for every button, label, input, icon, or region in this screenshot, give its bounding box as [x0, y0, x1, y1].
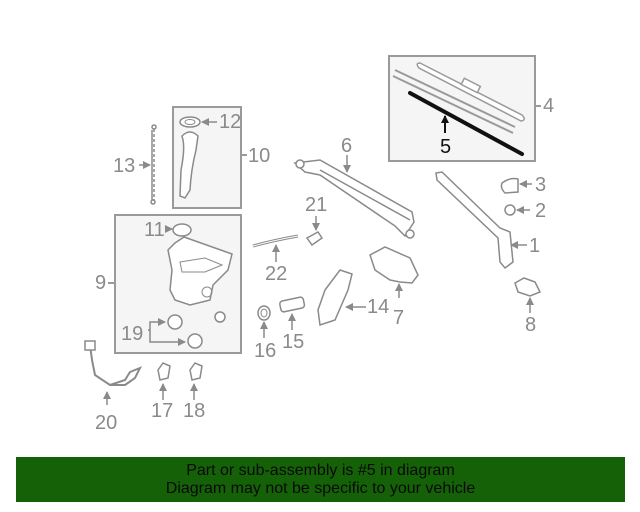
callout-12[interactable]: 12	[219, 111, 242, 133]
washer-reservoir-icon	[167, 236, 233, 306]
banner-line-2: Diagram may not be specific to your vehi…	[165, 480, 476, 497]
info-banner: Part or sub-assembly is #5 in diagram Di…	[16, 457, 625, 502]
callout-21[interactable]: 21	[305, 194, 328, 216]
wiper-motor-icon	[369, 246, 419, 284]
callout-16[interactable]: 16	[254, 340, 277, 362]
grommet-19a-icon	[167, 314, 183, 330]
grommet-19b-icon	[187, 333, 203, 349]
clip-icon	[305, 231, 324, 247]
connector-17-icon	[157, 362, 171, 381]
filler-neck-icon	[179, 131, 199, 199]
grommet-icon	[172, 223, 192, 237]
callout-17[interactable]: 17	[151, 400, 174, 422]
callout-5[interactable]: 5	[440, 136, 452, 158]
callout-18[interactable]: 18	[183, 400, 206, 422]
pump-grommet-icon	[257, 305, 271, 321]
callout-13[interactable]: 13	[113, 155, 136, 177]
reservoir-bracket-icon	[317, 269, 353, 326]
callout-3[interactable]: 3	[535, 174, 547, 196]
callout-8[interactable]: 8	[525, 314, 537, 336]
washer-pump-icon	[279, 296, 306, 313]
nut-icon	[504, 204, 516, 216]
callout-11[interactable]: 11	[144, 219, 165, 241]
washer-nozzle-icon	[514, 277, 542, 297]
filler-cap-icon	[179, 116, 201, 128]
callout-2[interactable]: 2	[535, 200, 547, 222]
dipstick-icon	[150, 124, 157, 205]
callout-1[interactable]: 1	[529, 235, 541, 257]
callout-6[interactable]: 6	[341, 135, 353, 157]
banner-line-1: Part or sub-assembly is #5 in diagram	[186, 462, 455, 479]
cap-icon	[500, 177, 519, 194]
callout-20[interactable]: 20	[95, 412, 118, 434]
callout-15[interactable]: 15	[282, 331, 305, 353]
callout-19[interactable]: 19	[121, 323, 144, 345]
wiper-blade-icon	[392, 62, 525, 134]
callout-10[interactable]: 10	[248, 145, 271, 167]
callout-4[interactable]: 4	[543, 95, 555, 117]
connector-18-icon	[189, 362, 203, 381]
wiring-harness-icon	[89, 344, 143, 387]
blade-refill-icon	[408, 91, 524, 156]
wiper-arm-icon	[435, 171, 514, 270]
callout-14[interactable]: 14	[367, 296, 390, 318]
callout-22[interactable]: 22	[265, 263, 288, 285]
callout-7[interactable]: 7	[393, 307, 405, 329]
wiper-linkage-icon	[293, 159, 415, 239]
callout-9[interactable]: 9	[95, 272, 107, 294]
